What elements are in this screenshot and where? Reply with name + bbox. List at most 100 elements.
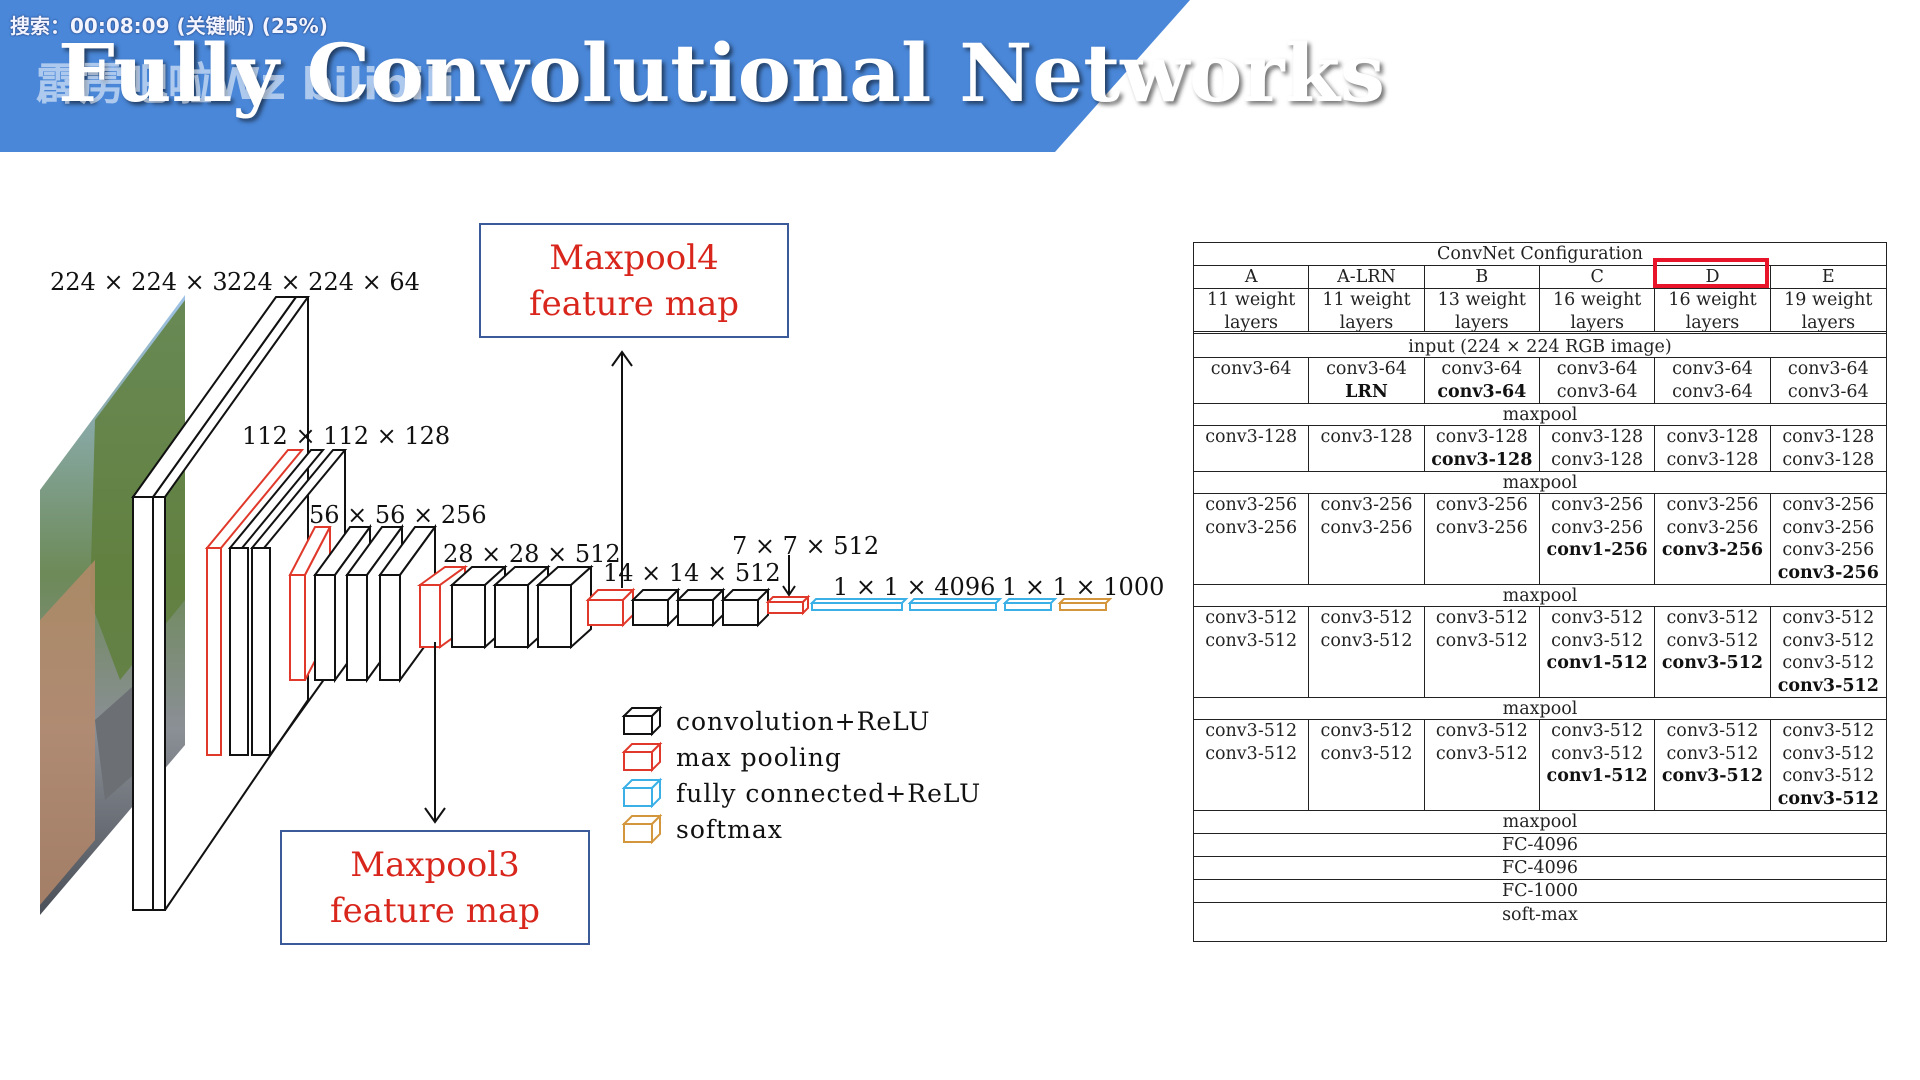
dim-label-conv5: 14 × 14 × 512 — [603, 559, 781, 587]
fc3-front — [1004, 602, 1052, 611]
layer-entry: conv3-128 — [1666, 449, 1759, 470]
table-title-row-text: ConvNet Configuration — [1437, 244, 1643, 264]
conv1-slab-side — [152, 496, 166, 911]
column-desc: 16 weight — [1668, 290, 1757, 310]
layer-entry: conv3-64 — [1437, 381, 1527, 402]
tail-row-1: maxpool — [1194, 811, 1886, 834]
table-column-names-cell: C — [1540, 266, 1656, 288]
column-name: A-LRN — [1337, 267, 1396, 287]
table-input-row: input (224 × 224 RGB image) — [1194, 336, 1886, 358]
layer-entry: conv3-64 — [1210, 359, 1292, 379]
conv1-slab-front — [132, 496, 154, 911]
tail-row-2: FC-4096 — [1194, 834, 1886, 857]
layer-entry: conv3-128 — [1666, 427, 1759, 447]
legend-item-pool: max pooling — [620, 739, 981, 775]
layer-entry: conv3-512 — [1320, 630, 1413, 651]
legend-cube-fc-icon — [621, 777, 663, 809]
layer-entry: conv3-512 — [1320, 608, 1413, 628]
column-desc: 19 weight — [1784, 290, 1873, 310]
layer-entry: conv3-64 — [1556, 381, 1638, 402]
layer-entry: conv3-256 — [1435, 495, 1528, 515]
layer-entry: conv3-256 — [1551, 517, 1644, 538]
layer-entry: conv3-256 — [1661, 540, 1764, 561]
tail-row-3: FC-4096 — [1194, 857, 1886, 880]
layer-entry: conv3-512 — [1551, 630, 1644, 651]
maxpool3-arrowhead — [424, 807, 446, 824]
fc1-front — [811, 602, 903, 611]
fc2-front — [909, 602, 997, 611]
dim-label-out: 1 × 1 × 1000 — [1002, 573, 1165, 601]
tail-row-3-text: FC-4096 — [1502, 858, 1578, 878]
layer-entry: conv3-256 — [1205, 495, 1298, 515]
conv1-edge-right — [164, 297, 309, 911]
layer-entry: conv3-512 — [1551, 721, 1644, 741]
dim-label-input: 224 × 224 × 3 — [50, 268, 228, 296]
layer-entry: conv3-64 — [1787, 381, 1869, 402]
layer-entry: conv3-512 — [1435, 630, 1528, 651]
conv5-conv-c-front — [722, 599, 759, 626]
layer-entry: conv3-128 — [1435, 427, 1528, 447]
layer-entry: conv3-128 — [1205, 427, 1298, 447]
fc-layers — [809, 598, 1113, 611]
column-name: B — [1475, 267, 1489, 287]
maxpool-row-1: maxpool — [1194, 404, 1886, 426]
maxpool-row-2: maxpool — [1194, 472, 1886, 494]
maxpool4-feature-map-box: Maxpool4 feature map — [479, 223, 789, 338]
layer-entry: conv3-512 — [1777, 675, 1879, 696]
conv4-pool-front — [419, 584, 441, 648]
legend-label-conv: convolution+ReLU — [676, 706, 931, 736]
legend-cube-softmax-icon — [621, 813, 663, 845]
column-name: E — [1821, 267, 1835, 287]
dim-label-pool5: 7 × 7 × 512 — [732, 532, 880, 560]
pool5-block — [765, 594, 811, 616]
layer-entry: conv3-512 — [1205, 608, 1298, 628]
conv3-conv-c-front — [379, 574, 401, 681]
table-title-row: ConvNet Configuration — [1194, 243, 1886, 266]
legend-label-softmax: softmax — [676, 814, 783, 844]
tail-row-2-text: FC-4096 — [1502, 835, 1578, 855]
dim-label-conv2: 112 × 112 × 128 — [242, 422, 451, 450]
arrows — [424, 350, 796, 824]
layer-entry: conv3-128 — [1431, 449, 1533, 470]
maxpool4-arrowhead — [611, 350, 633, 367]
layer-entry: conv3-512 — [1661, 766, 1764, 787]
layer-entry: conv3-256 — [1320, 517, 1413, 538]
column-desc: layers — [1685, 312, 1740, 333]
column-desc: layers — [1570, 312, 1624, 333]
header-band-shape — [0, 0, 1190, 152]
layer-entry: conv3-512 — [1782, 608, 1875, 628]
conv5-conv-b-front — [677, 599, 714, 626]
layer-entry: conv3-512 — [1320, 721, 1413, 741]
layer-entry: conv3-64 — [1556, 359, 1638, 379]
conv-block-1-cell: conv3-64 — [1194, 358, 1310, 403]
layer-entry: conv3-64 — [1326, 359, 1407, 379]
input-image-building — [40, 560, 95, 905]
layer-entry: conv3-512 — [1551, 743, 1644, 764]
column-d-highlight — [1653, 258, 1769, 288]
layer-entry: conv3-512 — [1205, 721, 1298, 741]
maxpool-row-1-text: maxpool — [1502, 404, 1578, 425]
layer-entry: conv3-512 — [1205, 630, 1298, 651]
softmax-front — [1059, 602, 1107, 611]
layer-entry: conv1-256 — [1546, 540, 1648, 561]
conv2-block — [204, 449, 348, 756]
layer-entry: conv3-128 — [1551, 449, 1644, 470]
search-overlay: 搜索：00:08:09 (关键帧) (25%) — [10, 14, 328, 38]
column-desc: 11 weight — [1322, 290, 1411, 310]
conv5-block — [585, 587, 771, 628]
column-desc: layers — [1455, 312, 1509, 333]
